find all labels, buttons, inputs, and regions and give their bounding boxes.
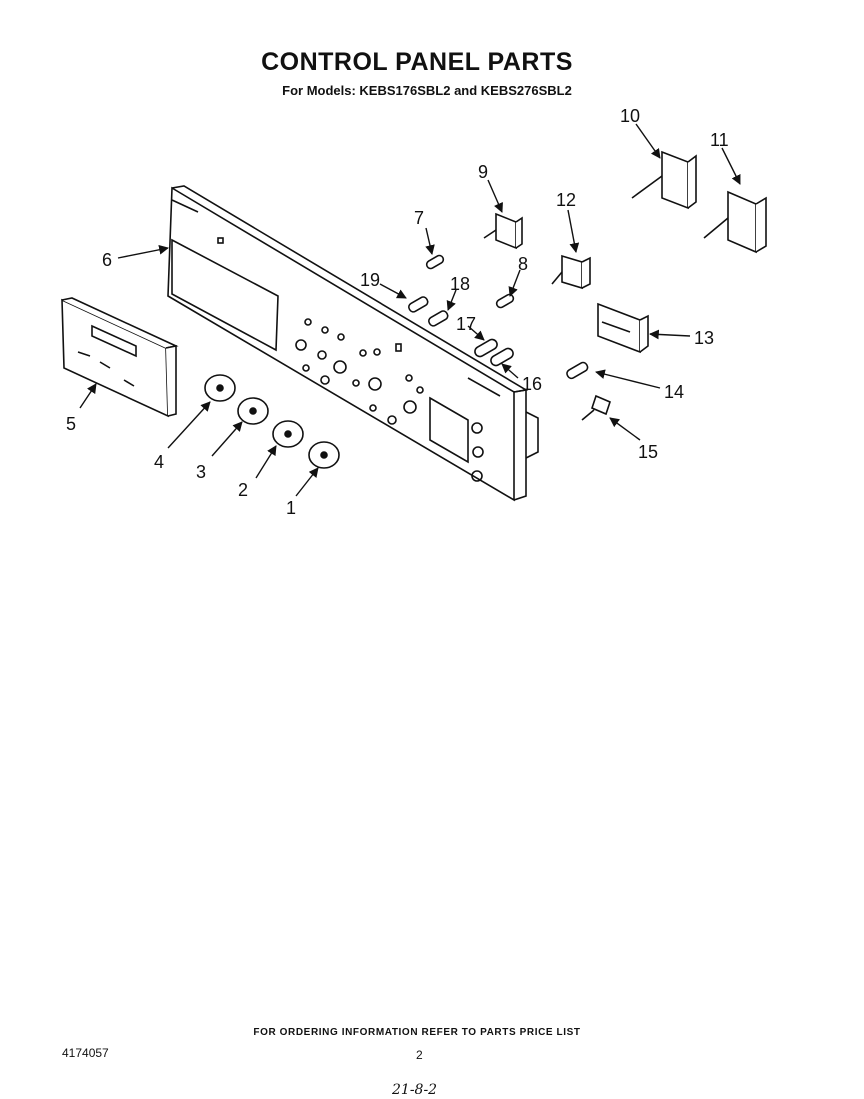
pins-and-buttons [408, 254, 589, 380]
switches-parts-9-13-15 [483, 150, 767, 421]
model-subtitle: For Models: KEBS176SBL2 and KEBS276SBL2 [282, 83, 572, 98]
callout-3: 3 [196, 462, 206, 482]
callout-12: 12 [556, 190, 576, 210]
callout-19: 19 [360, 270, 380, 290]
callout-leaders [79, 123, 741, 497]
callout-17: 17 [456, 314, 476, 334]
callout-14: 14 [664, 382, 684, 402]
callout-15: 15 [638, 442, 658, 462]
page-number: 2 [416, 1048, 423, 1062]
callout-numbers: 1 2 3 4 5 6 7 8 9 10 11 12 13 14 15 16 1… [66, 106, 729, 518]
callout-16: 16 [522, 374, 542, 394]
callout-2: 2 [238, 480, 248, 500]
ordering-note: FOR ORDERING INFORMATION REFER TO PARTS … [253, 1027, 581, 1038]
callout-7: 7 [414, 208, 424, 228]
knobs-parts-1-4 [204, 374, 340, 469]
handwritten-code: 21-8-2 [392, 1082, 438, 1098]
callout-11: 11 [710, 130, 729, 150]
callout-1: 1 [286, 498, 296, 518]
callout-9: 9 [478, 162, 488, 182]
page-title: CONTROL PANEL PARTS [261, 48, 573, 76]
callout-10: 10 [620, 106, 640, 126]
display-lens-part-5 [61, 297, 179, 418]
callout-4: 4 [154, 452, 164, 472]
callout-6: 6 [102, 250, 112, 270]
callout-18: 18 [450, 274, 470, 294]
callout-5: 5 [66, 414, 76, 434]
callout-8: 8 [518, 254, 528, 274]
control-panel-part-6 [167, 185, 539, 502]
document-number: 4174057 [62, 1046, 109, 1060]
callout-13: 13 [694, 328, 714, 348]
